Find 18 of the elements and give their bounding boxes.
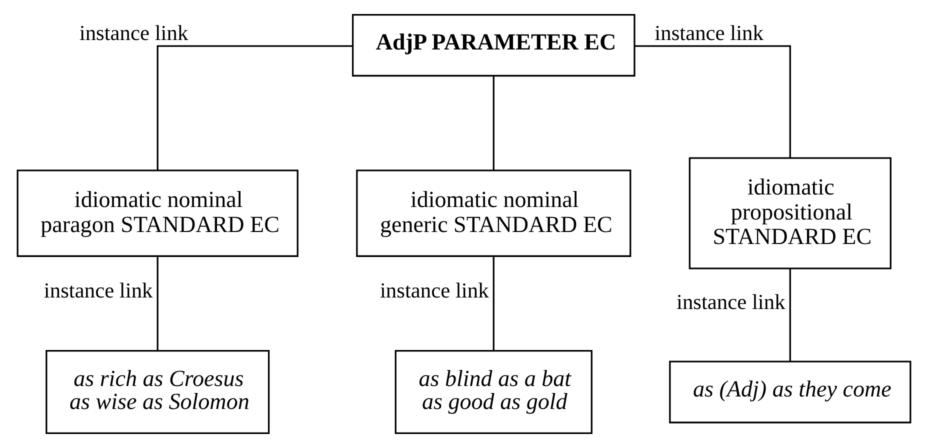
connector xyxy=(156,45,353,170)
connector xyxy=(789,268,791,362)
connector xyxy=(492,256,494,350)
connector xyxy=(156,256,158,350)
edge-label: instance link xyxy=(44,278,153,303)
node-box: AdjP PARAMETER EC xyxy=(352,14,636,77)
edge-label: instance link xyxy=(654,21,764,46)
edge-label: instance link xyxy=(676,290,786,314)
node-box: idiomatic nominal generic STANDARD EC xyxy=(356,170,632,257)
node-box: as (Adj) as they come xyxy=(669,360,912,424)
connector xyxy=(634,45,791,158)
edge-label: instance link xyxy=(380,278,489,303)
node-box: idiomatic propositional STANDARD EC xyxy=(688,157,892,270)
node-box: idiomatic nominal paragon STANDARD EC xyxy=(16,170,298,257)
connector xyxy=(492,76,494,170)
node-box: as blind as a bat as good as gold xyxy=(394,350,592,434)
node-box: as rich as Croesus as wise as Solomon xyxy=(46,350,270,434)
edge-label: instance link xyxy=(79,21,188,46)
